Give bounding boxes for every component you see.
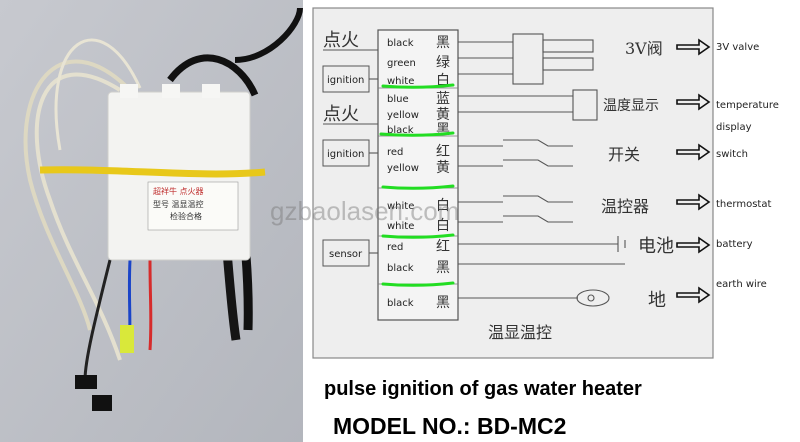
module-label-text: 检验合格: [170, 211, 202, 221]
terminal-block: [377, 29, 459, 321]
wire-color-label-zh: 黑: [436, 260, 450, 276]
module-label-text: 超祥牛 点火器: [153, 186, 204, 196]
label-dianhuo: 点火: [323, 30, 359, 51]
wire-color-label: black: [387, 125, 414, 136]
wire-color-label-zh: 黄: [436, 159, 450, 176]
label-switch-zh: 开关: [608, 145, 640, 164]
wire-color-label: black: [387, 38, 414, 49]
label-sensor: sensor: [329, 249, 363, 260]
wire-color-label-zh: 白: [436, 218, 450, 234]
green-highlight-mark: [381, 184, 455, 190]
white-wire-loop: [34, 72, 122, 361]
wire-color-label: black: [387, 298, 414, 309]
wire-color-label: red: [387, 242, 403, 253]
watermark: gzbaolasen.com: [270, 196, 460, 226]
label-earth-zh: 地: [648, 290, 666, 311]
black-cable: [167, 54, 259, 97]
label-display: display: [716, 122, 752, 133]
white-wire-loop: [23, 59, 132, 331]
wire-color-label-zh: 红: [436, 144, 450, 160]
module-label-text: 型号 温显温控: [153, 199, 204, 209]
connector: [92, 395, 112, 411]
label-ignition: ignition: [327, 149, 364, 160]
wire-color-label-zh: 红: [436, 239, 450, 255]
arrow-icon: [676, 143, 711, 161]
arrow-icon: [676, 286, 711, 304]
green-highlight-mark: [381, 281, 455, 287]
connector: [75, 375, 97, 389]
label-thermostat: thermostat: [716, 199, 771, 210]
wire-color-label-zh: 黑: [436, 35, 450, 51]
label-earth-wire: earth wire: [716, 279, 767, 290]
colored-wire: [148, 259, 153, 351]
wire-color-label: yellow: [387, 163, 419, 174]
wire-color-label: white: [387, 201, 414, 212]
wire-color-label-zh: 蓝: [436, 91, 450, 107]
label-battery-zh: 电池: [638, 236, 674, 257]
green-highlight-mark: [381, 83, 455, 89]
caption-model: MODEL NO.: BD-MC2: [333, 413, 567, 439]
label-temperature: temperature: [716, 100, 779, 111]
wire-color-label-zh: 绿: [436, 55, 450, 71]
label-bottom-zh: 温显温控: [488, 323, 552, 342]
label-ignition: ignition: [327, 75, 364, 86]
green-highlight-mark: [381, 233, 455, 239]
green-highlight-mark: [379, 131, 455, 137]
label-switch: switch: [716, 149, 748, 160]
arrow-icon: [676, 38, 711, 56]
wire-color-label-zh: 黄: [436, 106, 450, 123]
wire-color-label: green: [387, 58, 416, 69]
label-thermostat-zh: 温控器: [601, 197, 649, 216]
white-wire-loop: [54, 38, 142, 151]
label-battery: battery: [716, 239, 753, 250]
label-dianhuo: 点火: [323, 104, 359, 125]
wire-color-label: white: [387, 76, 414, 87]
product-photo: 超祥牛 点火器 型号 温显温控 检验合格: [0, 0, 303, 442]
wire-color-label-zh: 黑: [436, 295, 450, 311]
wire-color-label: white: [387, 221, 414, 232]
connector: [120, 325, 134, 353]
thermo-cable: [234, 7, 303, 63]
wire-color-label: yellow: [387, 110, 419, 121]
wiring-diagram: 点火 ignition 点火 ignition sensor black 黑 gre…: [303, 0, 800, 442]
wire-color-label: red: [387, 147, 403, 158]
caption-title: pulse ignition of gas water heater: [324, 378, 642, 400]
wire-color-label: black: [387, 263, 414, 274]
label-3v-valve-zh: 3V阀: [625, 39, 663, 58]
yellow-strap: [39, 166, 266, 178]
arrow-icon: [676, 93, 711, 111]
wire-color-label-zh: 白: [436, 198, 450, 214]
module-label-sticker: [147, 181, 239, 231]
arrow-icon: [676, 193, 711, 211]
arrow-icon: [676, 236, 711, 254]
label-temp-display-zh: 温度显示: [603, 98, 659, 114]
label-3v-valve: 3V valve: [716, 42, 759, 53]
wire-color-label: blue: [387, 94, 409, 105]
colored-wire: [83, 259, 112, 381]
